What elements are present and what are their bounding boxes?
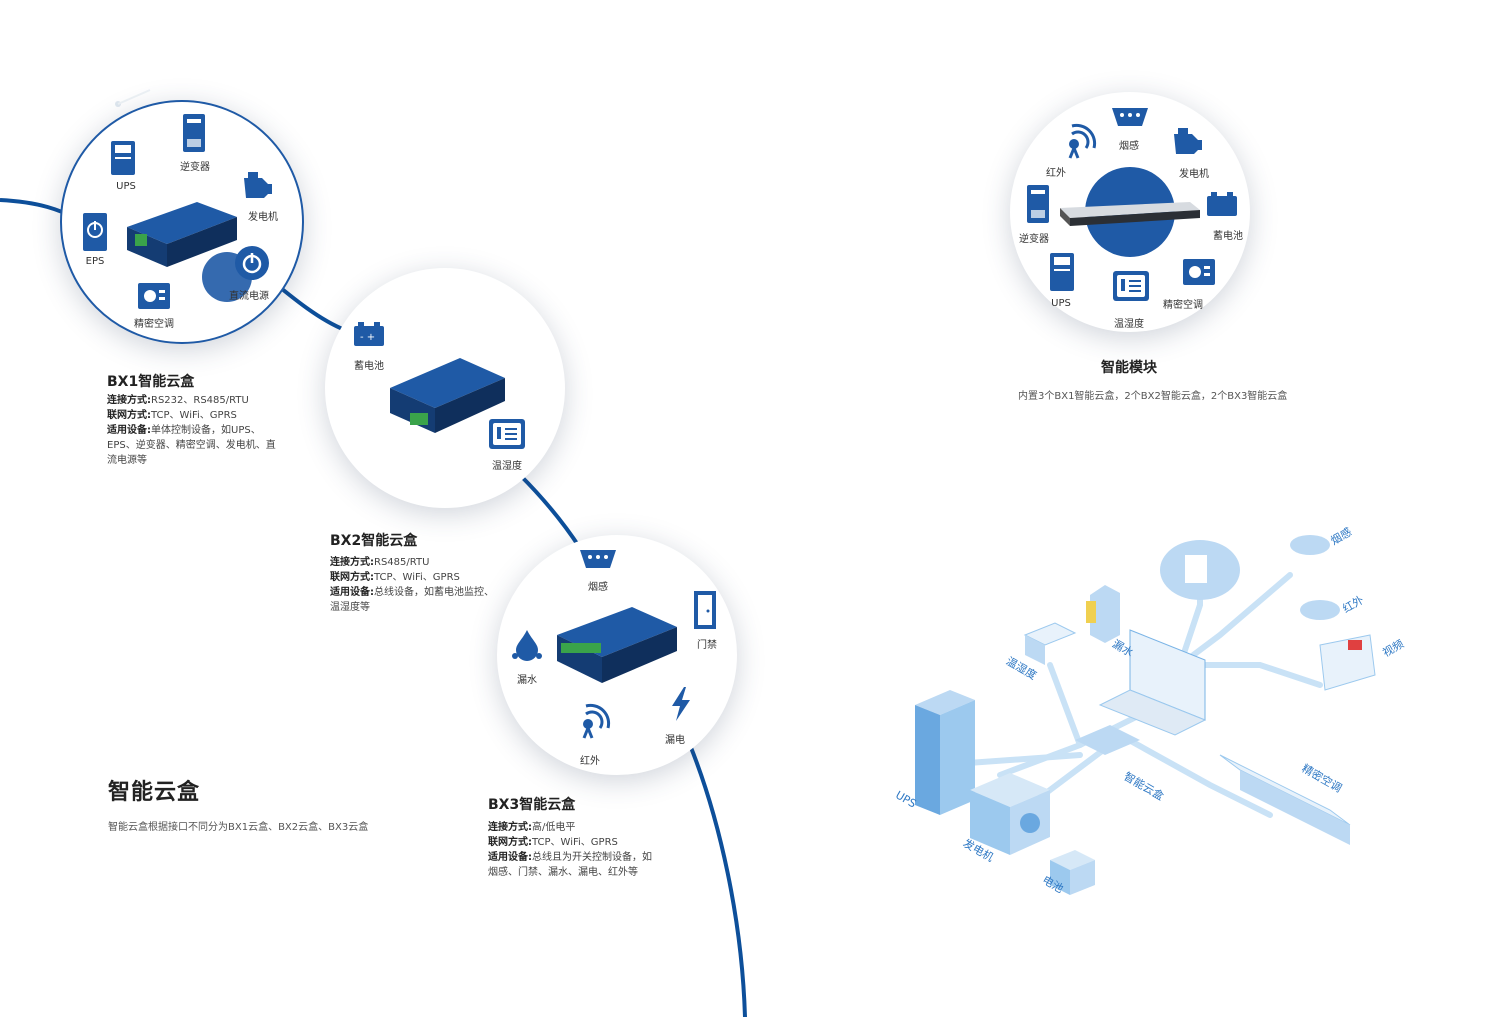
temp-humidity-icon [488,418,526,454]
water-leak-icon [510,628,544,666]
module-infrared-label: 红外 [1046,168,1066,179]
bx3-door-label: 门禁 [697,640,717,651]
bx2-spec: 连接方式:RS485/RTU 联网方式:TCP、WiFi、GPRS 适用设备:总… [330,557,494,613]
eps-icon [82,212,108,256]
module-battery-label: 蓄电池 [1213,231,1243,242]
module-title: 智能模块 [1101,360,1157,376]
module-smoke-icon [1110,106,1150,132]
bx1-generator-label: 发电机 [248,212,278,223]
bx1-inverter-label: 逆变器 [180,162,210,173]
bx1-circle [60,100,304,344]
bx3-smoke-label: 烟感 [588,582,608,593]
module-temp-label: 温湿度 [1114,319,1144,330]
module-subtitle: 内置3个BX1智能云盒，2个BX2智能云盒，2个BX3智能云盒 [1018,391,1288,402]
bx3-device-image [557,607,677,683]
bx2-battery-label: 蓄电池 [354,361,384,372]
bx1-title: BX1智能云盒 [107,374,195,390]
svg-text:- +: - + [360,332,375,343]
module-inverter-icon [1026,184,1050,228]
bx3-water-label: 漏水 [517,675,537,686]
bx3-leak-label: 漏电 [665,735,685,746]
bx1-dc-label: 直流电源 [229,291,269,302]
bx2-device-image [390,358,505,433]
inverter-icon [182,113,206,157]
module-inverter-label: 逆变器 [1019,234,1049,245]
bx3-title: BX3智能云盒 [488,797,576,813]
bx2-title: BX2智能云盒 [330,533,418,549]
module-temp-icon [1112,270,1150,306]
rack-server-image [1060,202,1200,226]
generator-icon [240,170,274,204]
module-ac-icon [1182,258,1216,290]
module-infrared-icon [1066,120,1100,164]
module-ups-label: UPS [1051,298,1071,309]
bx2-temp-label: 温湿度 [492,461,522,472]
page-title: 智能云盒 [108,780,201,805]
ac-icon [137,282,171,314]
bx1-ups-label: UPS [116,181,136,192]
module-generator-icon [1170,126,1204,160]
ups-icon [110,140,136,180]
module-ac-label: 精密空调 [1163,300,1203,311]
bx1-eps-label: EPS [85,256,105,267]
bx1-device-image [127,202,237,267]
infrared-icon [580,700,614,744]
page-subtitle: 智能云盒根据接口不同分为BX1云盒、BX2云盒、BX3云盒 [108,822,369,833]
bx3-infrared-label: 红外 [580,756,600,767]
smoke-icon [578,548,618,574]
module-generator-label: 发电机 [1179,169,1209,180]
iso-illustration [915,535,1376,895]
bx3-spec: 连接方式:高/低电平 联网方式:TCP、WiFi、GPRS 适用设备:总线且为开… [488,822,652,878]
module-smoke-label: 烟感 [1119,141,1139,152]
bx2-circle [325,268,565,508]
door-icon [692,590,718,634]
battery-icon: - + [352,320,386,352]
dc-power-icon [234,245,270,285]
bx1-spec: 连接方式:RS232、RS485/RTU 联网方式:TCP、WiFi、GPRS … [107,395,276,466]
module-battery-icon [1205,190,1239,222]
module-ups-icon [1049,252,1075,296]
electric-leak-icon [670,686,692,726]
bx1-ac-label: 精密空调 [134,319,174,330]
